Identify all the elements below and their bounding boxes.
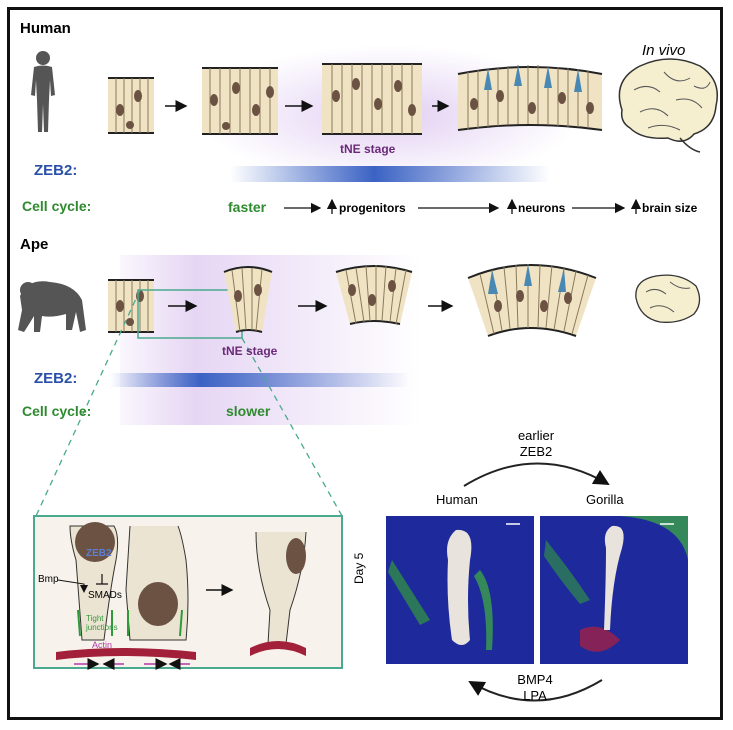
human-label: Human <box>436 492 478 507</box>
cascade-brain-size: brain size <box>642 201 698 215</box>
day-label: Day 5 <box>352 552 366 584</box>
cascade-neurons: neurons <box>518 201 566 215</box>
zoom-line-right <box>241 337 343 517</box>
human-brain-icon <box>618 58 718 153</box>
ape-zeb2-bar <box>110 373 410 387</box>
ape-tne-stage-label: tNE stage <box>222 344 278 358</box>
ape-tissue-4 <box>467 263 597 337</box>
human-tne-stage-label: tNE stage <box>340 142 396 156</box>
ape-tissue-2 <box>223 266 273 333</box>
human-tissue-1 <box>108 77 154 134</box>
ape-tissue-3 <box>335 265 413 325</box>
zoom-line-left <box>35 289 141 517</box>
gorilla-micrograph <box>540 516 688 664</box>
inset-tight-junctions: Tight junctions <box>86 614 118 632</box>
gorilla-brain-icon <box>635 274 701 323</box>
ape-zeb2-label: ZEB2: <box>34 370 78 387</box>
ape-cell-cycle-label: Cell cycle: <box>22 403 92 419</box>
inset-bmp: Bmp <box>38 574 59 585</box>
bottom-curved-arrow <box>468 679 603 702</box>
human-cascade-arrows <box>284 198 642 214</box>
bottom-arrow-label: BMP4 LPA <box>517 672 553 703</box>
ape-cell-cycle-value: slower <box>226 403 271 419</box>
cascade-progenitors: progenitors <box>339 201 406 215</box>
mechanism-inset <box>33 515 343 670</box>
human-zeb2-bar <box>230 166 550 182</box>
figure-frame <box>7 7 723 720</box>
human-cell-cycle-label: Cell cycle: <box>22 198 92 214</box>
top-curved-arrow <box>463 462 610 487</box>
human-silhouette-icon <box>31 51 55 132</box>
human-tissue-2 <box>202 67 278 135</box>
cascade-faster: faster <box>228 199 267 215</box>
human-tissue-4 <box>457 65 603 131</box>
top-arrow-label: earlier ZEB2 <box>517 428 555 459</box>
inset-zeb2: ZEB2 <box>86 548 112 559</box>
inset-actin: Actin <box>92 640 113 650</box>
gorilla-label: Gorilla <box>586 492 624 507</box>
human-micrograph <box>386 516 534 664</box>
human-title: Human <box>20 20 71 37</box>
human-zeb2-label: ZEB2: <box>34 162 78 179</box>
ape-title: Ape <box>20 236 49 253</box>
human-tissue-3 <box>322 63 422 135</box>
in-vivo-label: In vivo <box>642 42 686 59</box>
ape-tissue-1 <box>108 279 154 333</box>
gorilla-silhouette-icon <box>18 281 86 332</box>
inset-smads: SMADs <box>88 590 122 601</box>
